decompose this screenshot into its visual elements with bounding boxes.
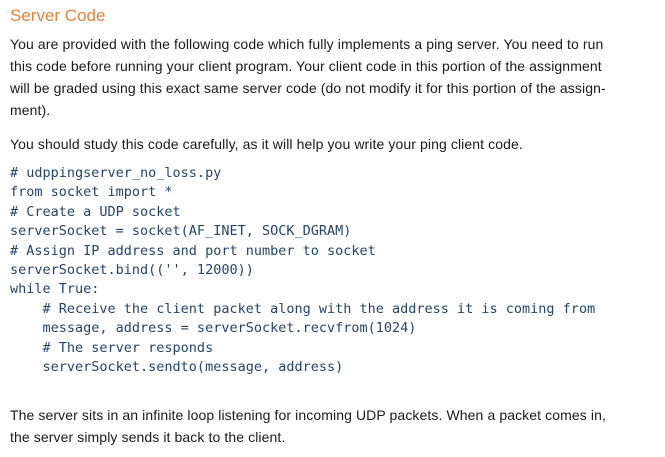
- code-line: message, address = serverSocket.recvfrom…: [10, 320, 417, 337]
- paragraph-intro-line: this code before running your client pro…: [10, 58, 602, 74]
- code-line: while True:: [10, 281, 100, 298]
- code-line: serverSocket.bind(('', 12000)): [10, 262, 254, 279]
- code-line: # Create a UDP socket: [10, 203, 181, 220]
- paragraph-summary-line: the server simply sends it back to the c…: [10, 429, 286, 446]
- paragraph-summary: The server sits in an infinite loop list…: [10, 404, 657, 448]
- code-block: # udppingserver_no_loss.py from socket i…: [10, 164, 657, 377]
- paragraph-intro: You are provided with the following code…: [10, 33, 657, 121]
- code-line: serverSocket = socket(AF_INET, SOCK_DGRA…: [10, 223, 352, 240]
- code-line: from socket import *: [10, 184, 173, 201]
- paragraph-study: You should study this code carefully, as…: [10, 133, 657, 155]
- paragraph-summary-line: The server sits in an infinite loop list…: [10, 407, 606, 424]
- paragraph-intro-line: You are provided with the following code…: [10, 36, 604, 52]
- code-line: # Assign IP address and port number to s…: [10, 242, 376, 259]
- code-line: # Receive the client packet along with t…: [10, 300, 596, 317]
- code-line: serverSocket.sendto(message, address): [10, 359, 344, 376]
- paragraph-intro-line: will be graded using this exact same ser…: [10, 80, 606, 96]
- code-line: # The server responds: [10, 339, 214, 356]
- section-heading: Server Code: [10, 6, 106, 25]
- code-line: # udppingserver_no_loss.py: [10, 165, 222, 181]
- paragraph-intro-line: ment).: [10, 102, 51, 118]
- paragraph-study-line: You should study this code carefully, as…: [10, 136, 523, 152]
